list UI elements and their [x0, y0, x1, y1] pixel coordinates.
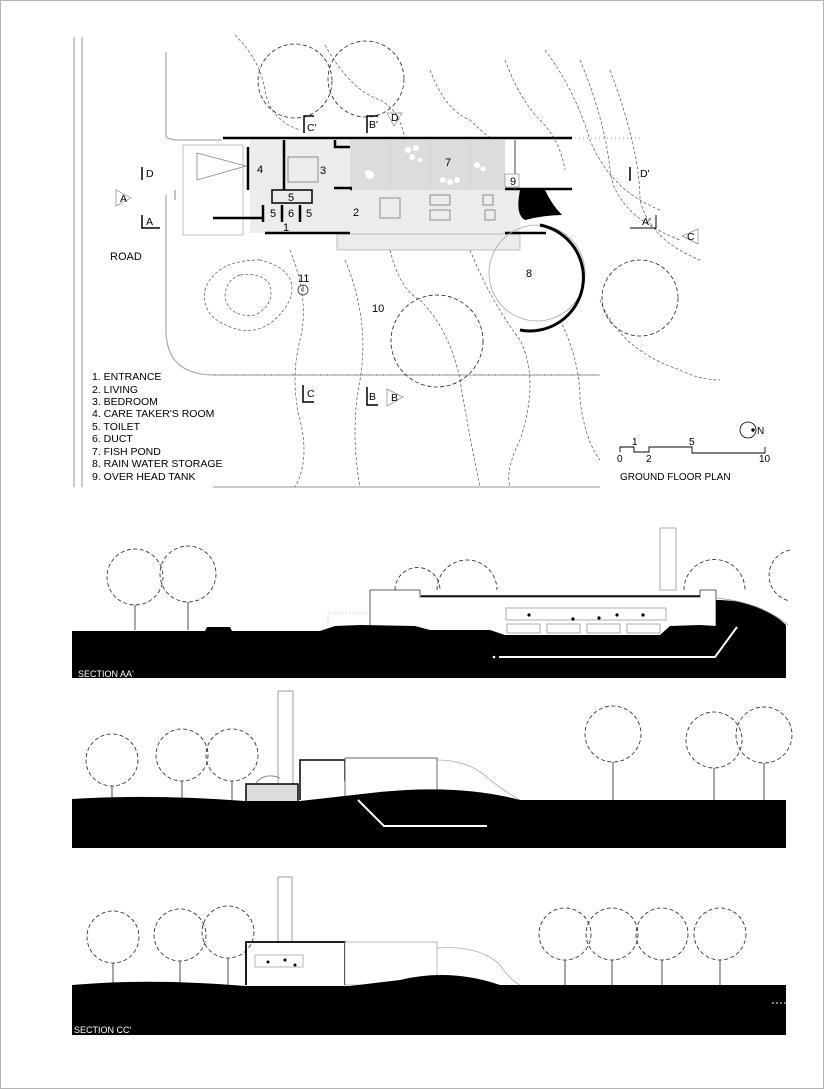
- tank-wall: [519, 223, 585, 333]
- room-number: 1: [283, 222, 289, 234]
- legend-item: 6. DUCT: [92, 433, 133, 445]
- section-mark: A: [120, 193, 127, 205]
- section-mark: D': [640, 168, 650, 180]
- plan-title: GROUND FLOOR PLAN: [620, 472, 731, 483]
- section-bb: SECTION BB': [72, 690, 793, 860]
- room-number: 10: [372, 303, 384, 315]
- walls: [174, 136, 572, 235]
- section-mark: D: [391, 112, 399, 124]
- room-number: 5: [306, 208, 312, 220]
- north-arrow: N: [739, 421, 764, 439]
- scale-tick: 1: [632, 437, 638, 448]
- room-number: 5: [288, 192, 294, 204]
- legend-item: 4. CARE TAKER'S ROOM: [92, 408, 214, 420]
- site-boundary: [165, 134, 222, 141]
- north-label: N: [757, 426, 764, 437]
- section-mark: B: [391, 392, 398, 404]
- section-mark: C: [307, 388, 315, 400]
- section-title: SECTION AA': [78, 669, 134, 679]
- section-markers: C' B' D D D' A A A' C C B B: [115, 112, 699, 407]
- rain-water-tank: [488, 224, 586, 322]
- section-mark: C: [687, 231, 695, 243]
- fish-pond: [350, 140, 505, 190]
- scale-bar: 0 1 2 5 10: [617, 437, 771, 465]
- section-mark: B': [369, 119, 378, 131]
- section-title: SECTION BB': [75, 850, 132, 860]
- pond-plants: [365, 145, 486, 185]
- room-number: 2: [353, 207, 359, 219]
- room-number: 7: [445, 157, 451, 169]
- legend-item: 2. LIVING: [92, 384, 138, 396]
- room-number: 4: [257, 164, 263, 176]
- contour-lines: [204, 34, 721, 488]
- section-title: SECTION CC': [74, 1025, 132, 1035]
- living-area: [337, 190, 520, 234]
- room-number: 11: [298, 273, 309, 285]
- furniture: [287, 156, 496, 221]
- legend-item: 5. TOILET: [92, 421, 141, 433]
- legend-item: 7. FISH POND: [92, 446, 161, 458]
- legend-item: 9. OVER HEAD TANK: [92, 471, 195, 483]
- room-number: 8: [526, 268, 532, 280]
- section-aa: SECTION AA': [72, 527, 791, 679]
- ramp-arrow: [196, 152, 248, 181]
- tree-canopy: [601, 259, 679, 337]
- section-mark: A: [146, 216, 153, 228]
- legend: 1. ENTRANCE 2. LIVING 3. BEDROOM 4. CARE…: [92, 371, 223, 483]
- section-mark: B: [369, 391, 376, 403]
- legend-item: 3. BEDROOM: [92, 396, 158, 408]
- room-number: 9: [510, 176, 516, 188]
- legend-item: 1. ENTRANCE: [92, 371, 161, 383]
- room-number: 3: [320, 165, 326, 177]
- site-boundary: [165, 195, 600, 376]
- ground-floor-plan: 4 3 7 9 5 5 6 5 2 1 8 11 10 ROAD C' B' D…: [73, 34, 771, 488]
- scale-tick: 0: [617, 454, 623, 465]
- section-mark: C': [307, 122, 317, 134]
- room-number: 6: [288, 208, 294, 220]
- tree-canopy: [257, 43, 333, 119]
- scale-tick: 10: [759, 454, 771, 465]
- scale-tick: 2: [646, 454, 652, 465]
- road-label: ROAD: [110, 251, 142, 263]
- legend-item: 8. RAIN WATER STORAGE: [92, 458, 223, 470]
- section-mark: D: [146, 168, 154, 180]
- entrance-court: [182, 144, 244, 236]
- section-mark: A': [642, 216, 651, 228]
- deck: [336, 233, 521, 251]
- tree-canopy: [390, 294, 484, 388]
- section-cc: SECTION CC': [72, 876, 786, 1035]
- tree-canopy: [327, 40, 405, 118]
- scale-tick: 5: [689, 437, 695, 448]
- room-number: 5: [270, 208, 276, 220]
